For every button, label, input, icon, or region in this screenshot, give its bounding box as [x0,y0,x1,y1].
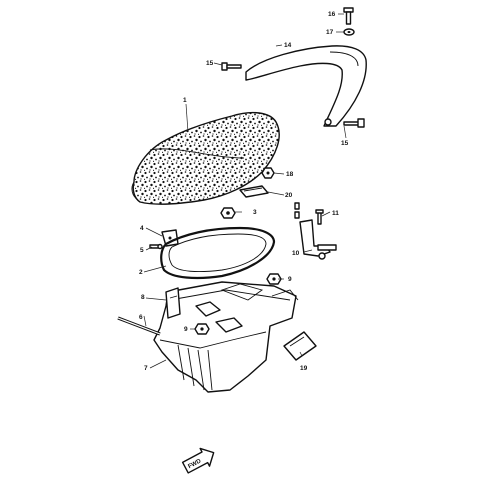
bolt-5 [149,243,163,250]
leader-lines [143,13,347,369]
callout-15-right: 15 [341,140,349,147]
nut-9-lower [194,323,210,335]
callout-9-upper: 9 [288,276,292,283]
callout-19: 19 [300,365,308,372]
callout-18: 18 [286,171,294,178]
seal-ring [160,226,276,280]
callout-10: 10 [292,250,300,257]
callout-17: 17 [326,29,334,36]
callout-2: 2 [139,269,143,276]
callout-8: 8 [141,294,145,301]
callout-3: 3 [253,209,257,216]
plate-8 [165,287,181,319]
callout-15-left: 15 [206,60,214,67]
callout-4: 4 [140,225,144,232]
callout-5: 5 [140,247,144,254]
callout-6: 6 [139,314,143,321]
callout-1: 1 [183,97,187,104]
seat [131,111,280,205]
screws-lock [294,202,300,219]
callout-20: 20 [285,192,293,199]
callout-7: 7 [144,365,148,372]
nut-3 [220,207,236,219]
callout-labels: 1 2 3 4 5 6 7 8 9 9 10 11 14 15 15 16 17… [139,11,349,372]
screw-11 [315,209,324,225]
seat-lock [299,219,337,260]
callout-16: 16 [328,11,336,18]
label-plate-19 [283,331,317,361]
fwd-arrow: FWD [181,447,215,474]
bolt-15-right [343,118,365,128]
callout-9-lower: 9 [184,326,188,333]
damper-20 [239,185,269,198]
storage-box [153,281,299,393]
grab-rail [245,45,367,127]
bolt-16 [343,7,354,25]
hinge-4 [161,229,179,247]
bolt-15-left [221,62,242,71]
callout-11: 11 [332,210,339,217]
nut-18 [261,167,275,179]
washer-17 [343,28,355,36]
callout-14: 14 [284,42,292,49]
nut-9-upper [266,273,282,285]
rod-6 [117,316,161,336]
